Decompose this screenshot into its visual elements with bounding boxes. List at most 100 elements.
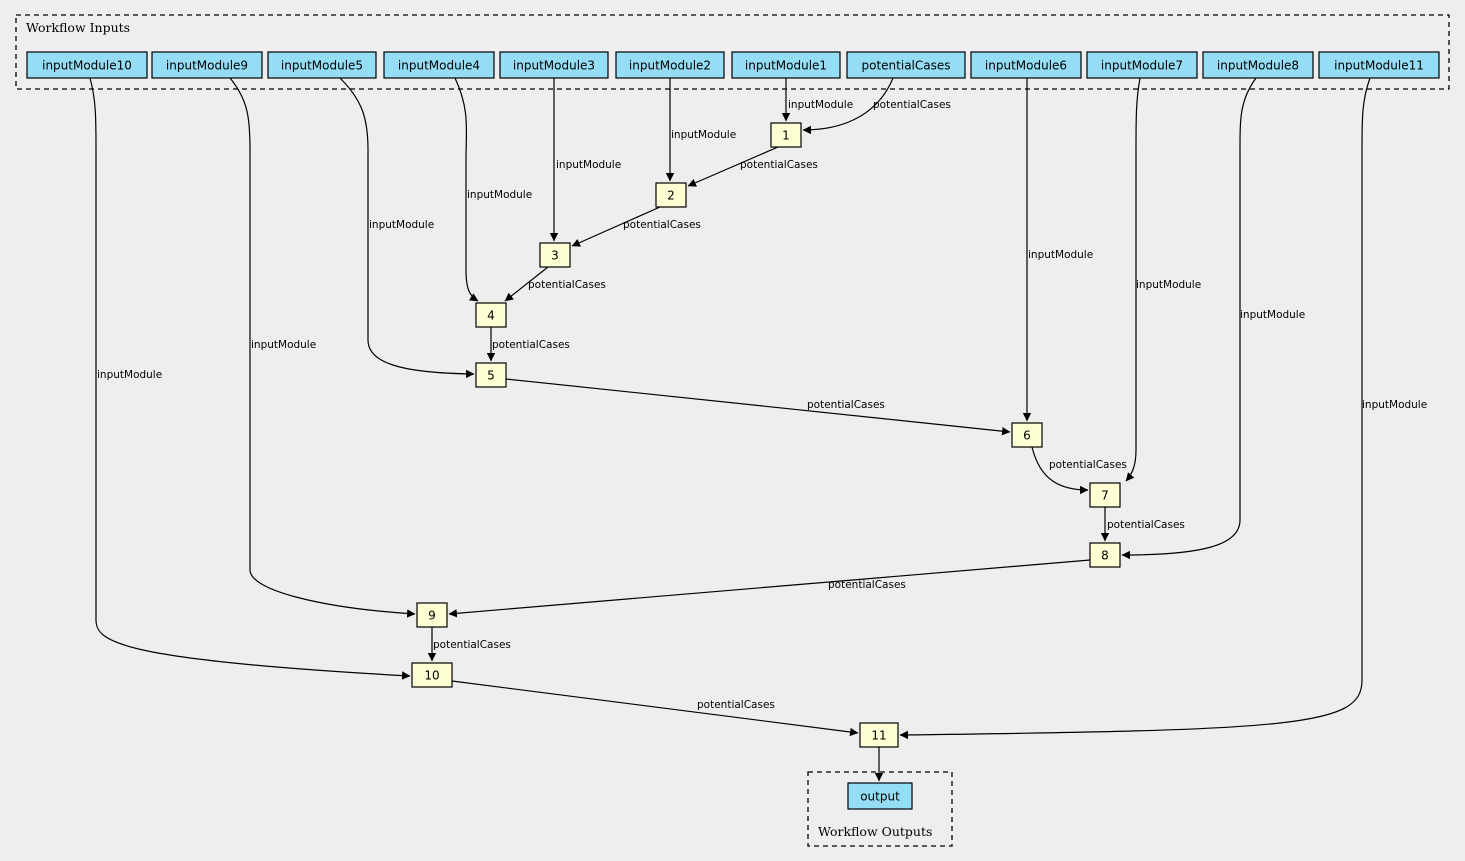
input-node-box bbox=[731, 51, 841, 79]
edge-label: inputModule bbox=[369, 219, 434, 231]
input-node-label: inputModule5 bbox=[281, 59, 363, 73]
input-node-inputmodule11[interactable]: inputModule11 bbox=[1318, 51, 1440, 79]
edge-label: potentialCases bbox=[623, 219, 701, 231]
edge-10-to-11: potentialCases bbox=[451, 680, 859, 737]
edge-line bbox=[1125, 77, 1141, 482]
step-node-11[interactable]: 11 bbox=[859, 722, 899, 748]
input-node-box bbox=[267, 51, 377, 79]
edge-line bbox=[229, 77, 416, 618]
input-node-box bbox=[383, 51, 495, 79]
edge-inputmodule3-to-3: inputModule bbox=[549, 78, 621, 242]
edge-label: inputModule bbox=[1362, 399, 1427, 411]
edge-label: inputModule bbox=[671, 129, 736, 141]
edge-line bbox=[1121, 77, 1257, 560]
edge-5-to-6: potentialCases bbox=[505, 378, 1011, 436]
input-node-box bbox=[1086, 51, 1198, 79]
inputs-cluster-label: Workflow Inputs bbox=[26, 20, 130, 35]
input-node-inputmodule8[interactable]: inputModule8 bbox=[1202, 51, 1314, 79]
edge-9-to-10: potentialCases bbox=[427, 627, 511, 662]
step-node-box bbox=[1089, 482, 1121, 508]
input-node-label: inputModule4 bbox=[398, 59, 480, 73]
edge-label: potentialCases bbox=[528, 279, 606, 291]
edge-inputmodule5-to-5: inputModule bbox=[339, 77, 475, 379]
step-node-box bbox=[539, 242, 571, 268]
edge-7-to-8: potentialCases bbox=[1100, 507, 1185, 542]
edge-inputmodule2-to-2: inputModule bbox=[665, 78, 736, 182]
edge-label: potentialCases bbox=[433, 639, 511, 651]
edge-label: potentialCases bbox=[740, 159, 818, 171]
input-node-potentialcases[interactable]: potentialCases bbox=[846, 51, 966, 79]
input-node-label: inputModule1 bbox=[745, 59, 827, 73]
step-node-label: 4 bbox=[487, 309, 495, 323]
step-node-3[interactable]: 3 bbox=[539, 242, 571, 268]
output-node-output[interactable]: output bbox=[847, 782, 913, 810]
edge-inputmodule11-to-11: inputModule bbox=[899, 77, 1427, 740]
step-node-1[interactable]: 1 bbox=[770, 122, 802, 148]
edge-1-to-2: potentialCases bbox=[687, 146, 818, 187]
step-node-label: 2 bbox=[667, 189, 675, 203]
step-node-box bbox=[770, 122, 802, 148]
input-node-label: inputModule6 bbox=[985, 59, 1067, 73]
edge-inputmodule4-to-4: inputModule bbox=[454, 77, 532, 302]
edge-label: potentialCases bbox=[1107, 519, 1185, 531]
edge-2-to-3: potentialCases bbox=[571, 206, 701, 247]
input-node-label: inputModule8 bbox=[1217, 59, 1299, 73]
input-node-box bbox=[846, 51, 966, 79]
step-node-box bbox=[655, 182, 687, 208]
step-node-box bbox=[411, 662, 453, 688]
step-node-box bbox=[475, 302, 507, 328]
edge-inputmodule6-to-6: inputModule bbox=[1022, 78, 1093, 422]
step-node-8[interactable]: 8 bbox=[1089, 542, 1121, 568]
input-node-inputmodule5[interactable]: inputModule5 bbox=[267, 51, 377, 79]
input-node-box bbox=[970, 51, 1082, 79]
input-node-label: inputModule11 bbox=[1334, 59, 1424, 73]
edge-3-to-4: potentialCases bbox=[504, 266, 606, 302]
step-node-5[interactable]: 5 bbox=[475, 362, 507, 388]
step-node-4[interactable]: 4 bbox=[475, 302, 507, 328]
edge-label: potentialCases bbox=[828, 579, 906, 591]
step-node-label: 7 bbox=[1101, 489, 1109, 503]
input-node-label: inputModule3 bbox=[513, 59, 595, 73]
input-node-box bbox=[151, 51, 263, 79]
input-node-inputmodule3[interactable]: inputModule3 bbox=[499, 51, 609, 79]
edge-label: inputModule bbox=[251, 339, 316, 351]
edge-line bbox=[448, 559, 1091, 618]
input-node-inputmodule4[interactable]: inputModule4 bbox=[383, 51, 495, 79]
edge-line bbox=[1031, 446, 1089, 495]
edge-inputmodule7-to-7: inputModule bbox=[1125, 77, 1201, 482]
workflow-inputs-cluster: Workflow Inputs bbox=[15, 14, 1450, 90]
input-node-inputmodule7[interactable]: inputModule7 bbox=[1086, 51, 1198, 79]
outputs-cluster-border bbox=[807, 771, 953, 847]
input-node-inputmodule6[interactable]: inputModule6 bbox=[970, 51, 1082, 79]
output-node-label: output bbox=[860, 790, 900, 804]
step-node-9[interactable]: 9 bbox=[416, 602, 448, 628]
input-node-inputmodule2[interactable]: inputModule2 bbox=[615, 51, 725, 79]
step-node-box bbox=[1011, 422, 1043, 448]
input-node-inputmodule10[interactable]: inputModule10 bbox=[26, 51, 148, 79]
input-node-box bbox=[499, 51, 609, 79]
edge-line bbox=[571, 206, 661, 247]
step-node-label: 5 bbox=[487, 369, 495, 383]
workflow-outputs-cluster: Workflow Outputs bbox=[807, 771, 953, 847]
step-node-label: 10 bbox=[424, 669, 439, 683]
edge-line bbox=[505, 378, 1011, 436]
step-node-10[interactable]: 10 bbox=[411, 662, 453, 688]
edge-6-to-7: potentialCases bbox=[1031, 446, 1127, 495]
edge-label: inputModule bbox=[467, 189, 532, 201]
edge-8-to-9: potentialCases bbox=[448, 559, 1091, 618]
step-node-label: 1 bbox=[782, 129, 790, 143]
step-node-2[interactable]: 2 bbox=[655, 182, 687, 208]
step-node-7[interactable]: 7 bbox=[1089, 482, 1121, 508]
input-node-inputmodule1[interactable]: inputModule1 bbox=[731, 51, 841, 79]
input-node-inputmodule9[interactable]: inputModule9 bbox=[151, 51, 263, 79]
input-node-box bbox=[1202, 51, 1314, 79]
edge-line bbox=[504, 266, 549, 302]
edge-line bbox=[339, 77, 475, 379]
edge-line bbox=[802, 77, 894, 135]
step-node-6[interactable]: 6 bbox=[1011, 422, 1043, 448]
edge-line bbox=[89, 77, 411, 680]
output-node-box bbox=[847, 782, 913, 810]
edge-label: potentialCases bbox=[697, 699, 775, 711]
